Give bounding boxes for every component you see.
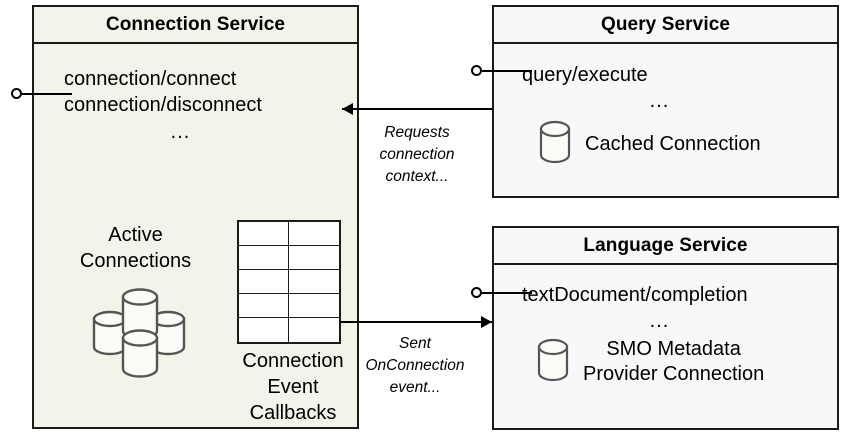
lollipop-stem bbox=[482, 69, 532, 72]
cached-connection-artifact: Cached Connection bbox=[539, 120, 761, 169]
cached-connection-label: Cached Connection bbox=[585, 132, 761, 155]
grid-cell bbox=[289, 294, 339, 318]
grid-cell bbox=[289, 270, 339, 294]
lollipop-stem bbox=[22, 92, 72, 95]
connection-service-body: connection/connect connection/disconnect… bbox=[34, 44, 357, 427]
lollipop-stem bbox=[482, 291, 532, 294]
arrowhead-left-icon bbox=[342, 103, 353, 115]
grid-cell bbox=[289, 246, 339, 270]
component-query-service[interactable]: Query Service query/execute ... bbox=[492, 5, 839, 198]
grid-cell bbox=[239, 222, 289, 246]
connector-label-sent-onconnection-event: Sent OnConnection event... bbox=[365, 335, 465, 396]
grid-cell bbox=[289, 318, 339, 342]
operation-connection-connect[interactable]: connection/connect bbox=[64, 68, 237, 90]
connector-label-requests-connection-context: Requests connection context... bbox=[379, 124, 455, 185]
smo-metadata-artifact: SMO Metadata Provider Connection bbox=[537, 337, 764, 387]
lollipop-circle-icon bbox=[11, 88, 22, 99]
database-cylinder-icon bbox=[537, 338, 569, 387]
operation-query-execute[interactable]: query/execute bbox=[522, 64, 648, 86]
query-service-body: query/execute ... bbox=[494, 44, 837, 196]
operation-connection-disconnect[interactable]: connection/disconnect bbox=[64, 94, 262, 117]
query-service-operations: query/execute ... bbox=[494, 62, 837, 115]
database-group-icon bbox=[86, 286, 194, 387]
database-cylinder-icon bbox=[539, 120, 571, 169]
language-service-operations: textDocument/completion ... bbox=[494, 282, 837, 335]
table-grid-icon bbox=[237, 220, 341, 344]
smo-metadata-label: SMO Metadata Provider Connection bbox=[583, 338, 765, 386]
active-connections-label: Active Connections bbox=[79, 224, 192, 272]
query-service-title: Query Service bbox=[494, 7, 837, 44]
grid-cell bbox=[289, 222, 339, 246]
lollipop-circle-icon bbox=[471, 65, 482, 76]
connector-shaft bbox=[340, 321, 492, 323]
grid-cell bbox=[239, 270, 289, 294]
connection-event-callbacks-label: Connection Event Callbacks bbox=[242, 350, 344, 424]
lollipop-circle-icon bbox=[471, 287, 482, 298]
language-service-title: Language Service bbox=[494, 228, 837, 265]
connection-service-operations: connection/connect connection/disconnect… bbox=[34, 66, 357, 145]
query-service-operations-ellipsis: ... bbox=[649, 90, 670, 113]
component-language-service[interactable]: Language Service textDocument/completion… bbox=[492, 226, 839, 430]
language-service-body: textDocument/completion ... bbox=[494, 265, 837, 428]
connection-service-operations-ellipsis: ... bbox=[170, 120, 191, 143]
component-connection-service[interactable]: Connection Service connection/connect co… bbox=[32, 5, 359, 429]
grid-cell bbox=[239, 246, 289, 270]
connector-shaft bbox=[342, 108, 492, 110]
connection-service-title: Connection Service bbox=[34, 7, 357, 44]
operation-textdocument-completion[interactable]: textDocument/completion bbox=[522, 284, 748, 306]
grid-cell bbox=[239, 294, 289, 318]
grid-cell bbox=[239, 318, 289, 342]
arrowhead-right-icon bbox=[481, 316, 492, 328]
language-service-operations-ellipsis: ... bbox=[649, 310, 670, 333]
